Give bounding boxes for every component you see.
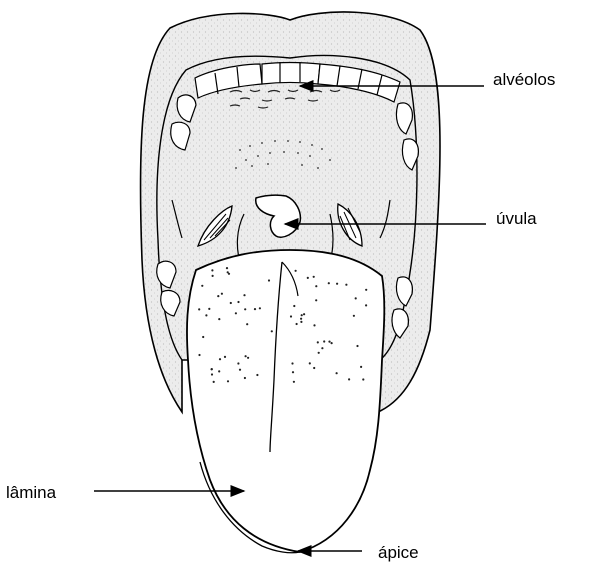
tongue [187,250,384,552]
label-uvula: úvula [496,209,537,229]
label-apice: ápice [378,543,419,563]
label-alveolos: alvéolos [493,70,555,90]
label-lamina: lâmina [6,483,56,503]
